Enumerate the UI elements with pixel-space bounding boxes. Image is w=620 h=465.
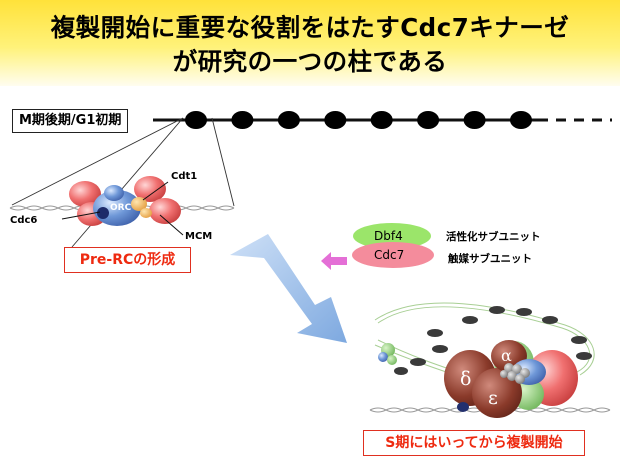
orc-subunit xyxy=(104,185,124,201)
s-phase-caption: S期にはいってから複製開始 xyxy=(363,430,585,456)
mcm-subunit xyxy=(149,198,181,224)
title-banner xyxy=(0,0,620,86)
label-regulatory-subunit: 活性化サブユニット xyxy=(446,231,541,243)
cdt1-subunit xyxy=(131,197,147,211)
replication-origin-dot xyxy=(324,111,347,129)
cdt1-subunit xyxy=(140,208,152,218)
origin-dots xyxy=(185,111,532,129)
replication-origin-dot xyxy=(463,111,486,129)
label-cdc6: Cdc6 xyxy=(10,215,38,226)
replication-origin-dot xyxy=(510,111,532,129)
zoom-line-left xyxy=(11,117,184,206)
progression-arrow xyxy=(230,234,347,343)
zoom-lines xyxy=(11,117,235,248)
label-cdc7: Cdc7 xyxy=(374,248,405,262)
cdc7-oval xyxy=(352,242,434,268)
replication-origin-dot xyxy=(231,111,254,129)
cdc6-subunit xyxy=(97,207,109,219)
sliding-clamp xyxy=(457,402,469,412)
magenta-arrow xyxy=(321,252,347,270)
label-dbf4: Dbf4 xyxy=(374,229,403,243)
kinase-complex xyxy=(321,223,434,270)
histone-beads xyxy=(394,306,592,375)
label-cdt1: Cdt1 xyxy=(171,171,198,182)
title-line-1: 複製開始に重要な役割をはたすCdc7キナーゼ xyxy=(50,13,570,42)
helicase-spheres xyxy=(500,363,530,384)
greek-alpha: α xyxy=(501,346,512,365)
pol-epsilon xyxy=(472,368,522,418)
zoom-line-right xyxy=(211,117,235,207)
mcm-subunit xyxy=(69,181,101,207)
label-catalytic-subunit: 触媒サブユニット xyxy=(448,253,532,265)
timeline xyxy=(153,111,612,129)
replication-origin-dot xyxy=(370,111,393,129)
greek-delta: δ xyxy=(460,368,471,390)
prerc-pointers xyxy=(61,181,184,236)
phase-label: M期後期/G1初期 xyxy=(12,109,129,133)
label-mcm: MCM xyxy=(185,231,213,242)
dbf4-oval xyxy=(353,223,431,249)
mcm-subunit xyxy=(134,176,166,202)
replisome: δ ε α xyxy=(444,340,578,418)
title-line-2: が研究の一つの柱である xyxy=(172,47,448,76)
greek-epsilon: ε xyxy=(488,387,498,409)
replication-origin-dot xyxy=(277,111,300,129)
replication-origin-dot xyxy=(417,111,440,129)
label-orc: ORC xyxy=(110,203,132,213)
prerc-caption: Pre-RCの形成 xyxy=(64,247,191,273)
small-complex xyxy=(378,343,397,365)
replication-origin-dot xyxy=(185,111,207,129)
prerc-complex xyxy=(69,176,181,226)
